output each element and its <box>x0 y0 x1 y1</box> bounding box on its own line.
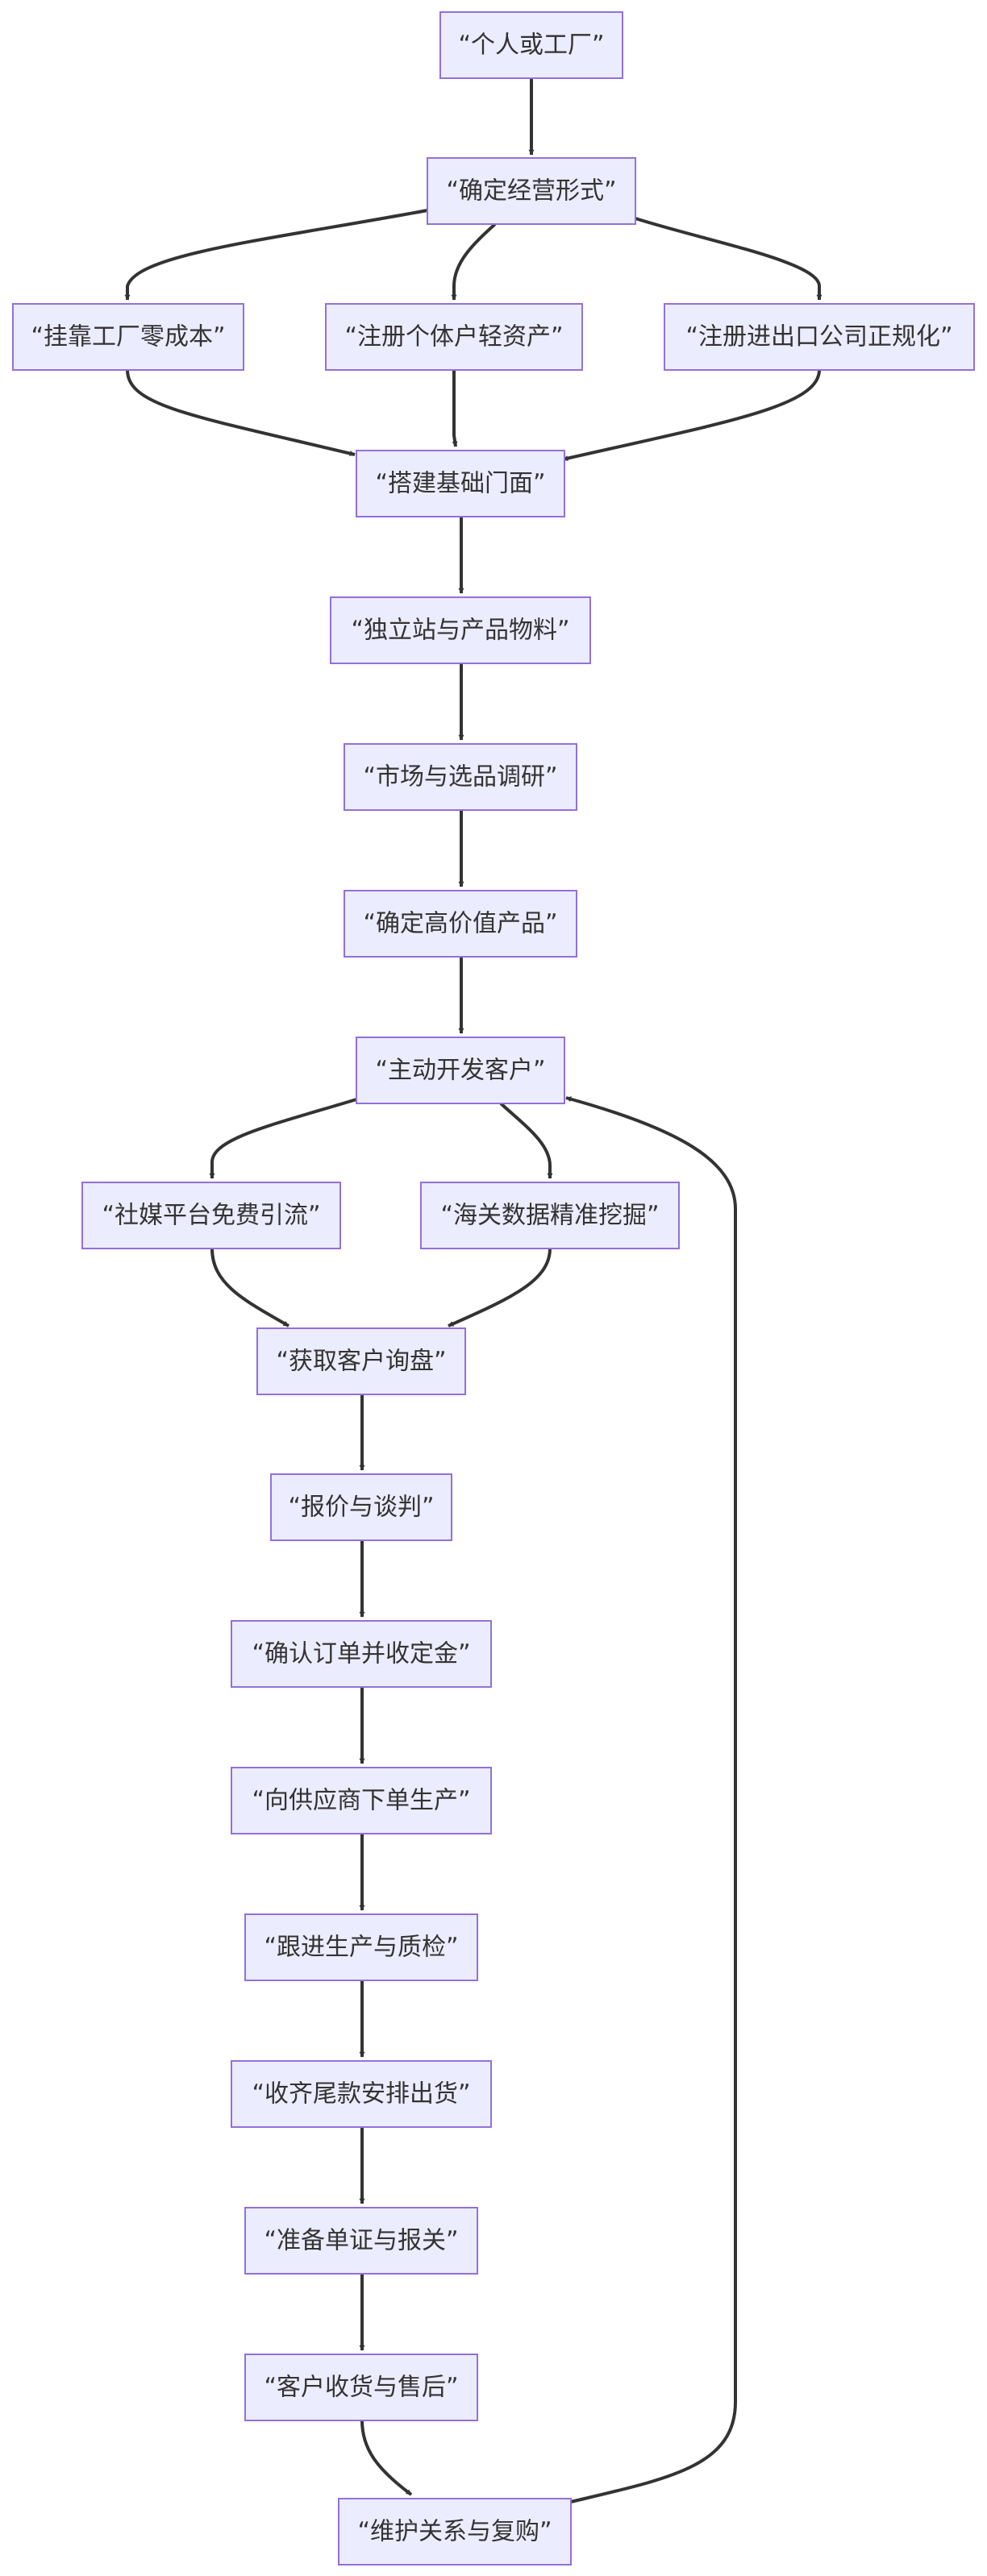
node-n16: “向供应商下单生产” <box>231 1767 492 1834</box>
node-n17: “跟进生产与质检” <box>244 1913 478 1981</box>
node-n18: “收齐尾款安排出货” <box>231 2060 492 2128</box>
node-n4-label: “注册个体户轻资产” <box>344 323 563 351</box>
node-n3-label: “挂靠工厂零成本” <box>31 323 225 351</box>
edge-n2-n5 <box>635 217 822 301</box>
node-n15-label: “确认订单并收定金” <box>252 1640 470 1668</box>
node-n5-label: “注册进出口公司正规化” <box>685 323 952 351</box>
node-n20-label: “客户收货与售后” <box>264 2374 458 2402</box>
node-n12-label: “海关数据精准挖掘” <box>440 1202 659 1230</box>
node-n19: “准备单证与报关” <box>244 2207 478 2275</box>
edge-n11-n13 <box>210 1248 289 1327</box>
node-n21: “维护关系与复购” <box>338 2498 572 2566</box>
node-n6-label: “搭建基础门面” <box>375 470 545 498</box>
nodes: “个人或工厂” “确定经营形式” “挂靠工厂零成本” “注册个体户轻资产” “注… <box>12 11 975 2566</box>
node-n21-label: “维护关系与复购” <box>357 2518 552 2546</box>
edge-n2-n3 <box>124 209 428 301</box>
edge-n3-n6 <box>126 369 356 456</box>
node-n8: “市场与选品调研” <box>344 743 577 811</box>
node-n14-label: “报价与谈判” <box>288 1494 434 1522</box>
edges <box>124 79 822 2503</box>
edge-n4-n6 <box>452 370 458 447</box>
node-n9-label: “确定高价值产品” <box>363 910 557 938</box>
edge-n5-n6 <box>562 369 821 462</box>
node-n6: “搭建基础门面” <box>356 450 565 517</box>
edge-n21-n10 <box>565 1096 737 2503</box>
node-n5: “注册进出口公司正规化” <box>664 303 975 371</box>
node-n2: “确定经营形式” <box>427 157 636 225</box>
node-n18-label: “收齐尾款安排出货” <box>252 2080 470 2109</box>
node-n17-label: “跟进生产与质检” <box>264 1934 458 1962</box>
node-n11-label: “社媒平台免费引流” <box>102 1202 320 1230</box>
node-n15: “确认订单并收定金” <box>231 1620 492 1688</box>
node-n1-label: “个人或工厂” <box>458 31 604 60</box>
node-n10: “主动开发客户” <box>356 1037 565 1104</box>
edge-n12-n13 <box>448 1248 552 1327</box>
node-n19-label: “准备单证与报关” <box>264 2227 458 2255</box>
edge-n20-n21 <box>360 2420 413 2496</box>
node-n9: “确定高价值产品” <box>344 890 577 958</box>
node-n1: “个人或工厂” <box>439 11 623 79</box>
node-n13-label: “获取客户询盘” <box>276 1348 446 1376</box>
node-n8-label: “市场与选品调研” <box>363 763 557 791</box>
node-n7-label: “独立站与产品物料” <box>351 617 569 645</box>
node-n12: “海关数据精准挖掘” <box>420 1182 680 1249</box>
node-n4: “注册个体户轻资产” <box>325 303 583 371</box>
node-n10-label: “主动开发客户” <box>375 1057 545 1085</box>
node-n20: “客户收货与售后” <box>244 2354 478 2421</box>
node-n16-label: “向供应商下单生产” <box>252 1787 470 1815</box>
node-n13: “获取客户询盘” <box>256 1327 466 1395</box>
edge-n10-n11 <box>209 1098 357 1179</box>
node-n11: “社媒平台免费引流” <box>81 1182 341 1249</box>
edge-n2-n4 <box>451 222 497 301</box>
node-n14: “报价与谈判” <box>270 1473 452 1541</box>
edge-n10-n12 <box>499 1102 553 1179</box>
node-n7: “独立站与产品物料” <box>330 596 591 664</box>
node-n3: “挂靠工厂零成本” <box>12 303 244 371</box>
node-n2-label: “确定经营形式” <box>446 177 616 206</box>
